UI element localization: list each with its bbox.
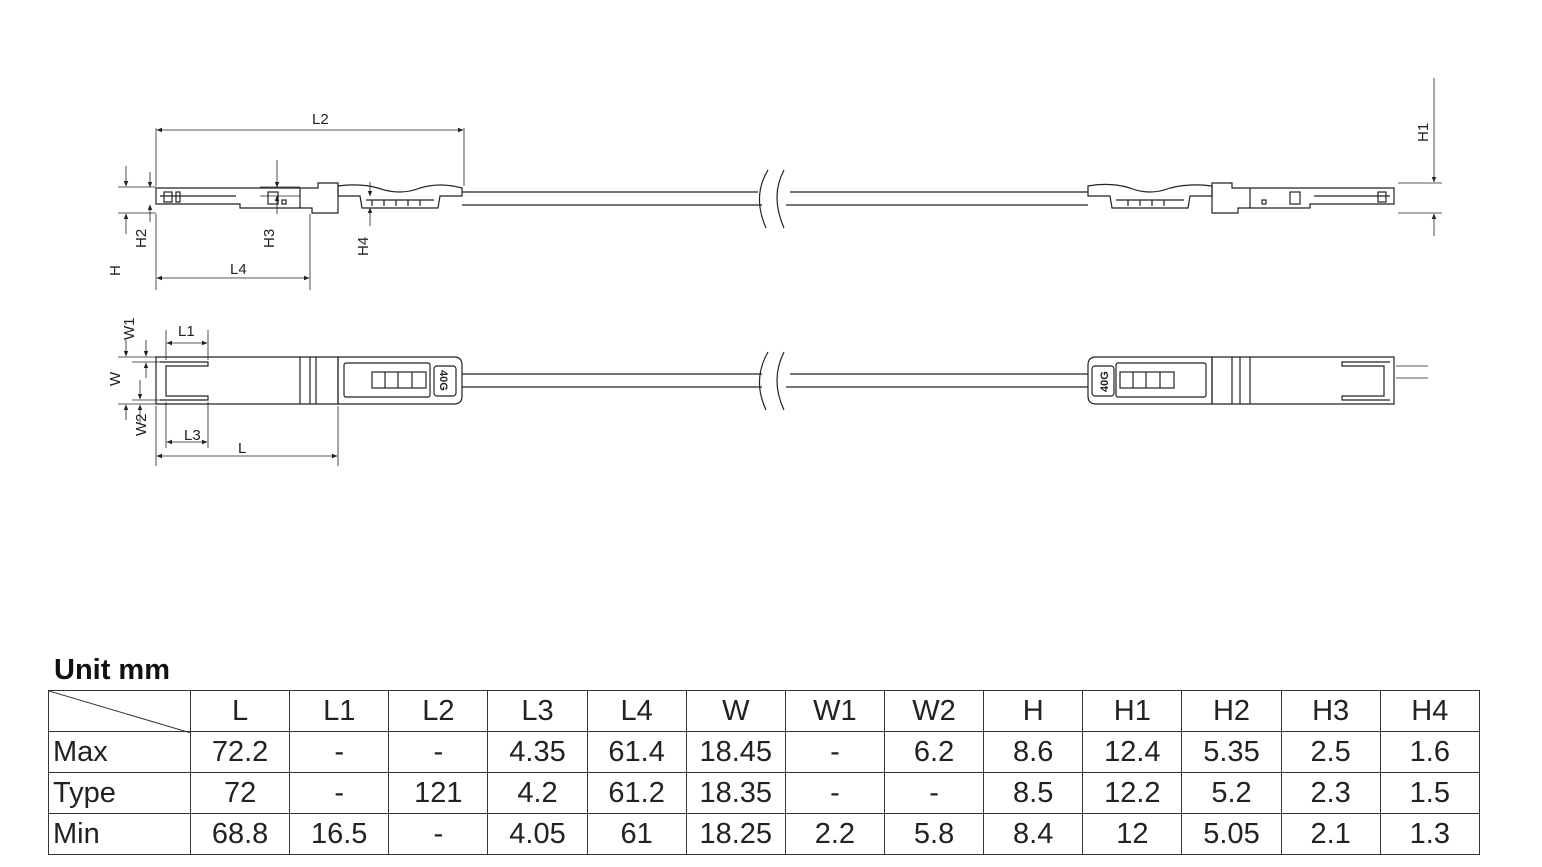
table-cell: 72.2	[189, 731, 291, 773]
table-cell: 2.3	[1280, 772, 1381, 814]
table-cell: 18.25	[685, 813, 786, 855]
column-header: W	[685, 690, 786, 732]
row-label: Type	[48, 772, 191, 814]
side-left-pull-tab	[337, 184, 463, 209]
table-cell: 8.5	[983, 772, 1084, 814]
top-right-badge-box	[1091, 365, 1115, 397]
label-w1: W1	[121, 318, 138, 341]
table-cell: -	[883, 772, 985, 814]
table-row: Type 72 - 121 4.2 61.2 18.35 - - 8.5 12.…	[48, 772, 1481, 814]
table-row: Min 68.8 16.5 - 4.05 61 18.25 2.2 5.8 8.…	[48, 813, 1481, 855]
top-left-pull-tab	[337, 356, 463, 405]
side-left-connector	[155, 182, 339, 214]
table-cell: 12.4	[1082, 731, 1183, 773]
table-cell: 5.35	[1181, 731, 1282, 773]
dimension-table: L L1 L2 L3 L4 W W1 W2 H H1 H2 H3 H4 Max …	[48, 690, 1481, 855]
table-cell: 1.6	[1379, 731, 1481, 773]
column-header: L2	[388, 690, 489, 732]
column-header: H	[983, 690, 1084, 732]
badge-left: 40G	[437, 370, 449, 391]
side-view	[118, 78, 1442, 290]
label-h3: H3	[261, 229, 278, 248]
table-cell: 1.5	[1379, 772, 1481, 814]
corner-diagonal	[49, 691, 191, 733]
column-header: H4	[1379, 690, 1481, 732]
table-cell: 4.35	[487, 731, 588, 773]
label-w: W	[107, 371, 124, 386]
label-l4: L4	[230, 261, 247, 278]
column-header: H3	[1280, 690, 1381, 732]
table-cell: 5.2	[1181, 772, 1282, 814]
table-cell: 16.5	[289, 813, 390, 855]
table-cell: -	[289, 731, 390, 773]
table-cell: 2.2	[784, 813, 885, 855]
column-header: W2	[883, 690, 985, 732]
top-left-connector	[155, 356, 339, 405]
table-cell: 8.4	[983, 813, 1084, 855]
table-row: Max 72.2 - - 4.35 61.4 18.45 - 6.2 8.6 1…	[48, 731, 1481, 773]
column-header: H1	[1082, 690, 1183, 732]
top-left-badge-box	[433, 365, 457, 397]
table-cell: 72	[189, 772, 291, 814]
label-h: H	[107, 265, 124, 276]
table-cell: 2.5	[1280, 731, 1381, 773]
label-h1: H1	[1415, 123, 1432, 142]
side-break-mark	[758, 169, 785, 229]
table-corner-cell	[48, 690, 191, 733]
top-right-connector	[1211, 356, 1395, 405]
top-view	[118, 330, 1428, 466]
column-header: W1	[784, 690, 885, 732]
top-right-pull-tab	[1087, 356, 1213, 405]
table-cell: -	[289, 772, 390, 814]
column-header: L3	[487, 690, 588, 732]
unit-title: Unit mm	[54, 654, 170, 686]
label-h2: H2	[133, 229, 150, 248]
label-h4: H4	[355, 237, 372, 256]
table-header-row: L L1 L2 L3 L4 W W1 W2 H H1 H2 H3 H4	[48, 690, 1481, 733]
label-l: L	[238, 440, 246, 457]
cable-dimension-drawing: L2 L4 H H2 H3 H4 H1	[107, 78, 1442, 466]
label-l3: L3	[184, 427, 201, 444]
table-cell: 1.3	[1379, 813, 1481, 855]
table-cell: -	[784, 772, 885, 814]
label-w2: W2	[133, 414, 150, 437]
badge-right: 40G	[1099, 371, 1111, 392]
table-cell: 61.4	[586, 731, 687, 773]
table-cell: 4.2	[487, 772, 588, 814]
table-cell: 61	[586, 813, 687, 855]
table-cell: 6.2	[883, 731, 985, 773]
row-label: Min	[48, 813, 191, 855]
table-cell: 121	[388, 772, 489, 814]
table-cell: 18.45	[685, 731, 786, 773]
table-cell: -	[784, 731, 885, 773]
table-cell: 12	[1082, 813, 1183, 855]
column-header: L1	[289, 690, 390, 732]
table-cell: 5.8	[883, 813, 985, 855]
top-break-mark	[758, 351, 785, 411]
label-l1: L1	[178, 323, 195, 340]
table-cell: 4.05	[487, 813, 588, 855]
table-cell: 2.1	[1280, 813, 1381, 855]
table-cell: -	[388, 813, 489, 855]
column-header: L4	[586, 690, 687, 732]
table-cell: 68.8	[189, 813, 291, 855]
table-cell: 61.2	[586, 772, 687, 814]
side-right-connector	[1211, 182, 1395, 214]
row-label: Max	[48, 731, 191, 773]
column-header: H2	[1181, 690, 1282, 732]
table-cell: 18.35	[685, 772, 786, 814]
label-l2: L2	[312, 111, 329, 128]
table-cell: 8.6	[983, 731, 1084, 773]
table-cell: -	[388, 731, 489, 773]
side-right-pull-tab	[1087, 183, 1213, 209]
table-cell: 5.05	[1181, 813, 1282, 855]
column-header: L	[189, 690, 291, 732]
table-cell: 12.2	[1082, 772, 1183, 814]
